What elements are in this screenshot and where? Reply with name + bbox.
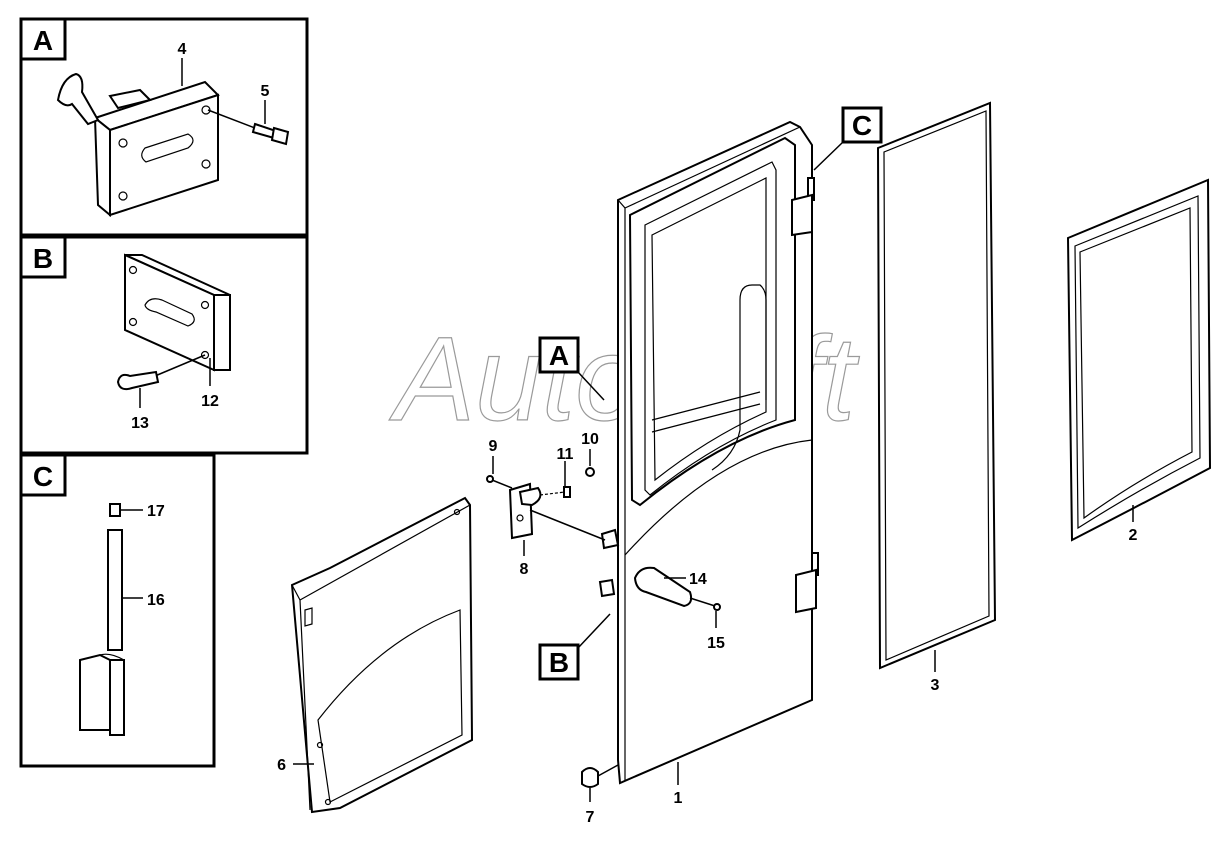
inset-panel-b: B 13 12 bbox=[19, 235, 309, 455]
hinge-pin-part bbox=[79, 503, 125, 736]
callout-10: 10 bbox=[581, 431, 599, 448]
window-glass-part bbox=[1066, 178, 1212, 542]
callout-13: 13 bbox=[131, 415, 149, 432]
bolt-part bbox=[207, 109, 290, 146]
callout-7: 7 bbox=[586, 809, 595, 826]
door-assembly bbox=[598, 120, 819, 785]
screw-part bbox=[116, 354, 206, 391]
inset-b-label: B bbox=[33, 243, 53, 274]
callout-16: 16 bbox=[147, 592, 165, 609]
inset-a-label: A bbox=[33, 25, 53, 56]
outside-handle-part bbox=[633, 566, 693, 608]
inset-c-label: C bbox=[33, 461, 53, 492]
inner-trim-panel-part bbox=[290, 496, 474, 814]
callout-11: 11 bbox=[557, 446, 574, 463]
callout-1: 1 bbox=[674, 790, 683, 807]
callout-14: 14 bbox=[689, 571, 707, 588]
svg-text:C: C bbox=[852, 110, 872, 141]
svg-text:B: B bbox=[549, 647, 569, 678]
door-seal-part bbox=[876, 101, 997, 670]
latch-plate-part bbox=[56, 72, 220, 218]
tag-c: C bbox=[813, 106, 883, 171]
callout-9: 9 bbox=[489, 438, 498, 455]
callout-2: 2 bbox=[1129, 527, 1138, 544]
callout-15: 15 bbox=[707, 635, 725, 652]
door-latch-part bbox=[486, 467, 606, 541]
svg-text:A: A bbox=[549, 340, 569, 371]
striker-plate-part bbox=[124, 253, 231, 372]
tag-b: B bbox=[538, 613, 611, 681]
callout-17: 17 bbox=[147, 503, 165, 520]
inset-panel-c: C 17 16 bbox=[19, 453, 216, 768]
upper-hinge-part bbox=[791, 177, 815, 237]
callout-6: 6 bbox=[277, 757, 286, 774]
inset-panel-a: A 4 5 bbox=[19, 17, 309, 237]
callout-4: 4 bbox=[178, 41, 187, 58]
lower-hinge-part bbox=[795, 552, 819, 614]
callout-5: 5 bbox=[261, 83, 270, 100]
callout-8: 8 bbox=[520, 561, 529, 578]
pin-cap-part bbox=[581, 764, 619, 788]
callout-12: 12 bbox=[201, 393, 219, 410]
callout-3: 3 bbox=[931, 677, 940, 694]
tag-a: A bbox=[538, 336, 605, 401]
